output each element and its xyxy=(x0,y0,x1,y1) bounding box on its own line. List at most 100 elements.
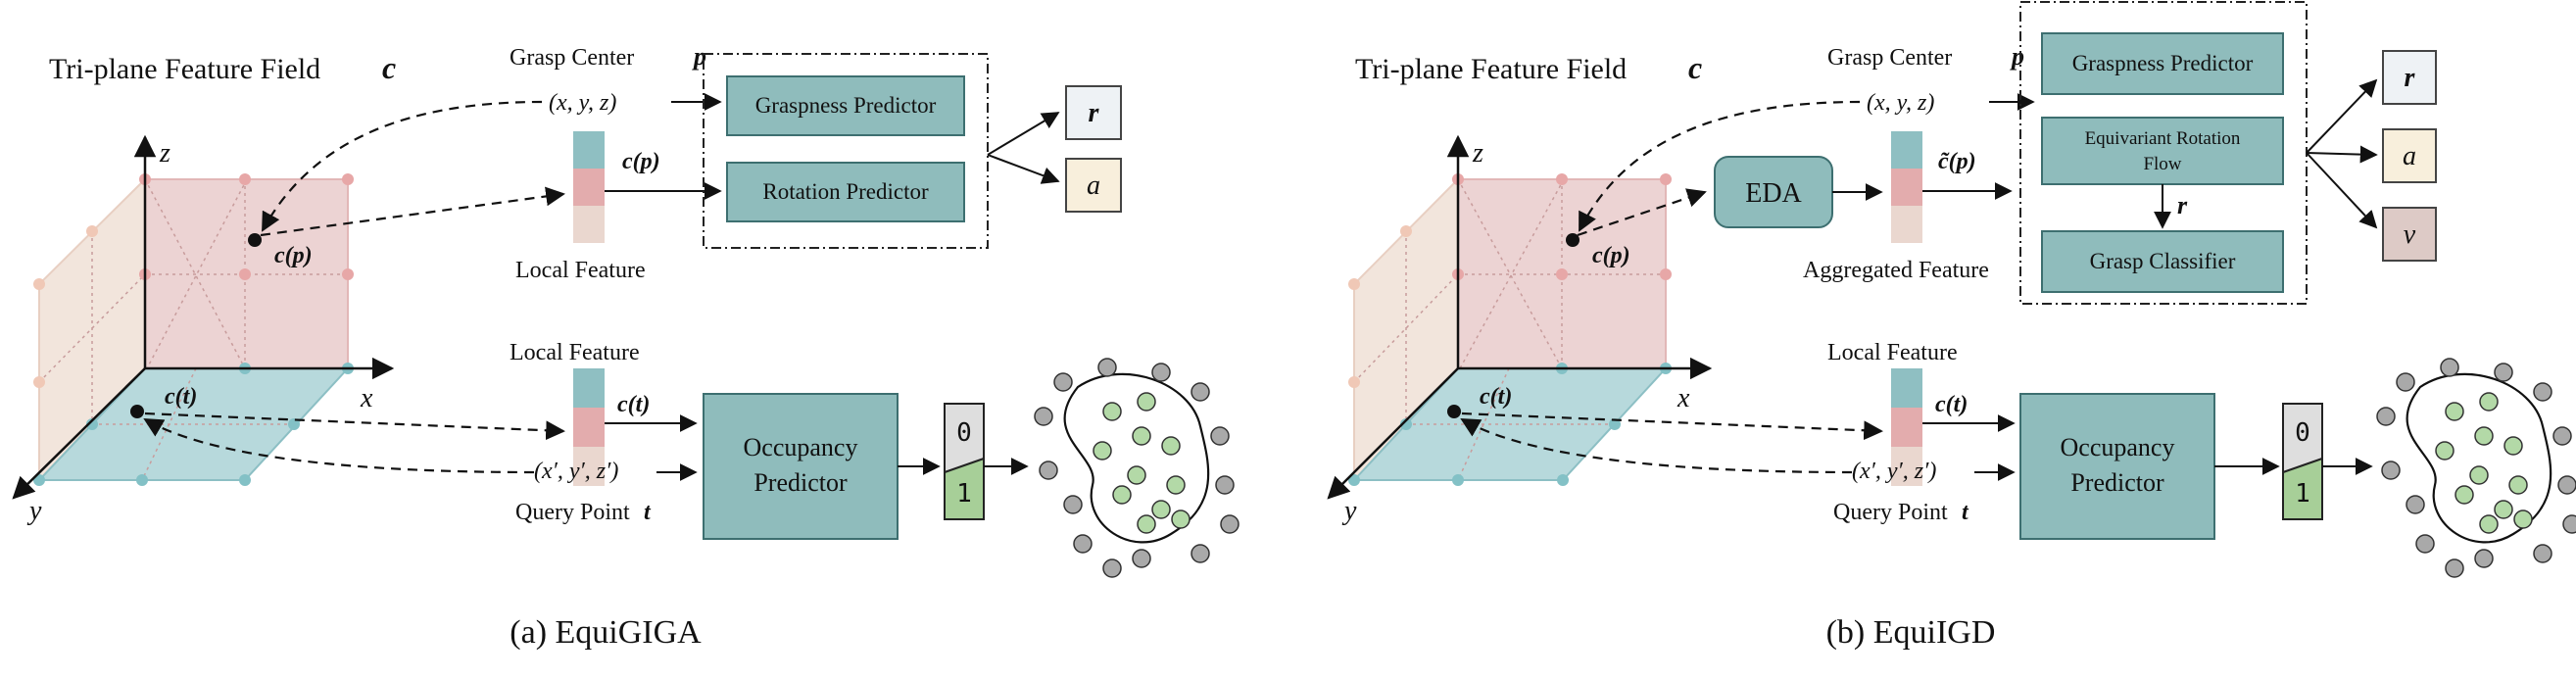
grasp-coords-b: (x, y, z) xyxy=(1867,90,1934,116)
empty-point xyxy=(1132,549,1151,568)
output-a-box xyxy=(1065,158,1122,213)
feature-ct-label-b: c(t) xyxy=(1935,392,1968,417)
empty-point xyxy=(1215,475,1235,495)
output-v-label-b: v xyxy=(2404,219,2416,250)
output-a-box-b xyxy=(2382,128,2437,183)
output-r-box-b xyxy=(2382,50,2437,105)
query-point-var-b: t xyxy=(1962,500,1969,525)
output-r-box xyxy=(1065,85,1122,140)
empty-point xyxy=(1073,534,1093,554)
axis-y-line xyxy=(12,367,146,500)
rotation-predictor-box xyxy=(726,162,965,222)
occupancy-predictor-line1-b: Occupancy xyxy=(2061,433,2175,461)
occupied-point xyxy=(1166,475,1186,495)
empty-point xyxy=(1102,558,1122,578)
occupied-point xyxy=(1112,485,1132,505)
query-point-label-b: Query Point xyxy=(1833,500,1948,525)
empty-point xyxy=(2533,544,2552,563)
local-feature-column-bottom xyxy=(573,368,605,486)
occupied-point xyxy=(2435,441,2454,461)
axis-x-label: x xyxy=(360,383,373,413)
occupancy-predictor-line2-b: Predictor xyxy=(2070,468,2164,497)
triplane-title-var-b: c xyxy=(1688,50,1702,85)
empty-point xyxy=(2557,475,2576,495)
empty-point xyxy=(2552,426,2572,446)
empty-point xyxy=(2562,514,2576,534)
triplane-cube: z x y c(p) c(t) xyxy=(12,134,395,526)
output-r-label: r xyxy=(1089,98,1100,128)
graspness-predictor-box xyxy=(726,75,965,136)
local-feature-column-top xyxy=(573,131,605,243)
grasp-classifier-box xyxy=(2041,230,2284,293)
occupied-point xyxy=(2513,509,2533,529)
occupancy-output-b xyxy=(2282,403,2323,520)
axis-x-label-b: x xyxy=(1677,383,1690,413)
empty-point xyxy=(1053,372,1073,392)
query-point-var: t xyxy=(644,500,652,525)
empty-point xyxy=(2406,495,2425,514)
empty-point xyxy=(1191,544,1210,563)
local-feature-label-bottom: Local Feature xyxy=(510,340,640,365)
empty-point xyxy=(2381,461,2401,480)
empty-point xyxy=(2474,549,2494,568)
grasp-center-var-b: p xyxy=(2010,42,2024,71)
occupancy-predictor-line2: Predictor xyxy=(753,468,848,497)
occupied-point xyxy=(1151,500,1171,519)
occupied-point xyxy=(2454,485,2474,505)
rotation-predictor-label: Rotation Predictor xyxy=(762,179,929,204)
empty-point xyxy=(2494,363,2513,382)
occupied-point xyxy=(1171,509,1191,529)
triplane-title-var: c xyxy=(382,50,396,85)
grasp-center-label: Grasp Center xyxy=(510,45,634,71)
cp-point-label-b: c(p) xyxy=(1592,243,1630,268)
occupancy-predictor-box xyxy=(703,393,899,540)
grasp-center-label-b: Grasp Center xyxy=(1827,45,1952,71)
output-a-label: a xyxy=(1087,170,1100,201)
panel-equigiga: Tri-plane Feature Field c xyxy=(12,42,1239,651)
occupancy-output xyxy=(944,403,985,520)
rotation-flow-line1: Equivariant Rotation xyxy=(2085,128,2241,149)
occupied-point xyxy=(2479,392,2499,412)
occupied-point xyxy=(1093,441,1112,461)
object-outline xyxy=(1063,372,1210,544)
occupied-point xyxy=(2479,514,2499,534)
occ-zero-label-b: 0 xyxy=(2295,418,2310,448)
rotation-flow-line2: Flow xyxy=(2143,154,2181,174)
axis-z-label-b: z xyxy=(1472,138,1483,169)
output-r-label-b: r xyxy=(2405,63,2416,93)
occupied-point xyxy=(1137,514,1156,534)
occupancy-point-cloud xyxy=(1034,358,1239,578)
empty-point xyxy=(2376,407,2396,426)
eda-label: EDA xyxy=(1745,178,1802,209)
local-feature-label-bottom-b: Local Feature xyxy=(1827,340,1958,365)
output-a-label-b: a xyxy=(2403,141,2416,171)
axis-y-label: y xyxy=(26,496,42,526)
grasp-coords: (x, y, z) xyxy=(549,90,616,116)
empty-point xyxy=(1039,461,1058,480)
graspness-predictor-label-b: Graspness Predictor xyxy=(2072,51,2254,75)
empty-point xyxy=(2445,558,2464,578)
ct-point-label-b: c(t) xyxy=(1480,384,1512,410)
aggregated-feature-caption: Aggregated Feature xyxy=(1803,258,1989,283)
empty-point xyxy=(1063,495,1083,514)
occupied-point xyxy=(2508,475,2528,495)
local-feature-caption: Local Feature xyxy=(515,258,646,283)
empty-point xyxy=(2533,382,2552,402)
ct-point-label: c(t) xyxy=(165,384,197,410)
axis-y-label-b: y xyxy=(1341,496,1357,526)
grasp-point-dot xyxy=(248,233,262,247)
caption-equiigd: (b) EquiIGD xyxy=(1826,614,1996,651)
local-feature-column-bottom-b xyxy=(1891,368,1922,486)
occupancy-point-cloud-b xyxy=(2376,358,2576,578)
empty-point xyxy=(1097,358,1117,377)
occupied-point xyxy=(2469,465,2489,485)
occupied-point xyxy=(1102,402,1122,421)
occupied-point xyxy=(1161,436,1181,456)
query-coords: (x′, y′, z′) xyxy=(534,459,618,484)
caption-equigiga: (a) EquiGIGA xyxy=(510,614,702,651)
empty-point xyxy=(2396,372,2415,392)
axis-z-label: z xyxy=(159,138,170,169)
cp-point-label: c(p) xyxy=(274,243,313,268)
graspness-predictor-label: Graspness Predictor xyxy=(755,93,937,118)
occ-one-label: 1 xyxy=(956,479,972,509)
